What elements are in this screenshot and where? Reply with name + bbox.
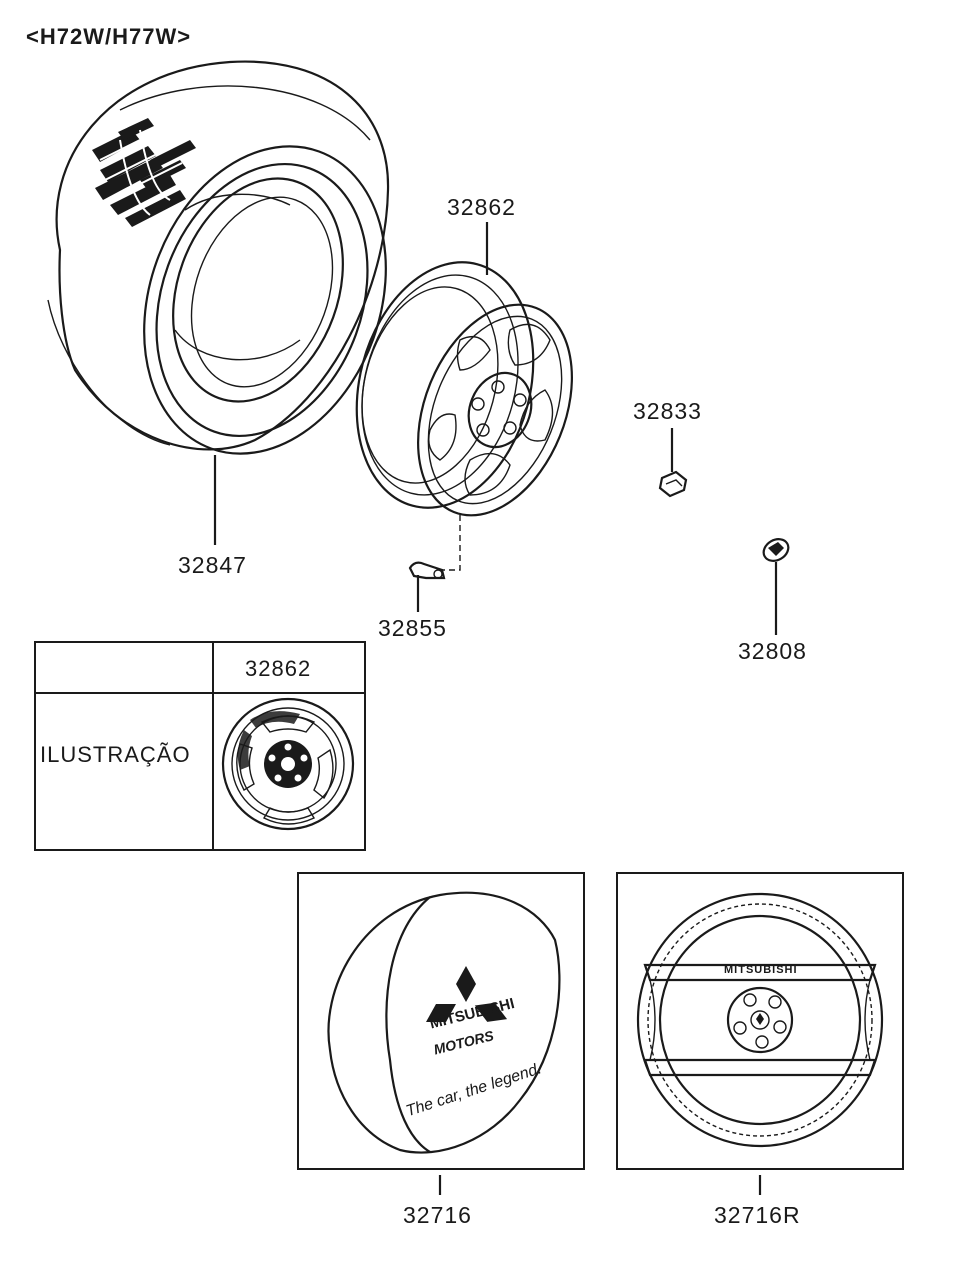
table-row-label: ILUSTRAÇÃO: [40, 742, 191, 767]
cap-drawing: [762, 538, 790, 635]
diagram-title: <H72W/H77W>: [26, 24, 192, 49]
label-32833: 32833: [633, 398, 702, 424]
illustration-table: [34, 641, 366, 851]
label-32716: 32716: [403, 1202, 472, 1228]
spare-cover-frame: [616, 872, 904, 1170]
label-32808: 32808: [738, 638, 807, 664]
label-32716R: 32716R: [714, 1202, 801, 1228]
label-32847: 32847: [178, 552, 247, 578]
cover-frame: [297, 872, 585, 1170]
table-divider-vertical: [212, 641, 214, 851]
valve-drawing: [408, 561, 446, 612]
table-wheel-illustration: [221, 697, 355, 831]
table-header-part: 32862: [245, 656, 312, 681]
nut-drawing: [658, 428, 688, 498]
tire-cover-drawing: [327, 891, 561, 1195]
wheel-drawing: [355, 222, 573, 571]
label-32855: 32855: [378, 615, 447, 641]
spare-cover-drawing: [636, 892, 884, 1195]
label-32862: 32862: [447, 194, 516, 220]
tire-drawing: [47, 60, 390, 545]
table-divider-horizontal: [34, 692, 366, 694]
spare-cover-brand: MITSUBISHI: [724, 964, 798, 976]
